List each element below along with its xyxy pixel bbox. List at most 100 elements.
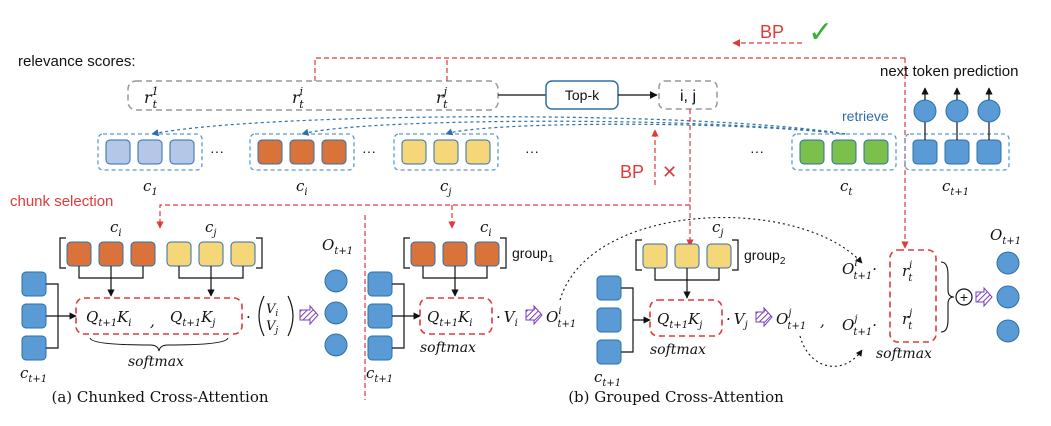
ellipsis: ···: [750, 143, 764, 159]
output-circle: [324, 301, 348, 325]
retrieve-arrow-cj: [445, 123, 846, 136]
group1-label: group1: [512, 245, 554, 265]
bracket-left: [59, 237, 66, 269]
query-token: [367, 303, 393, 329]
token-block: [166, 241, 192, 267]
token-block: [410, 241, 436, 267]
b-ci-label: ci: [480, 218, 492, 239]
a-output-label: Ot+1: [322, 236, 353, 257]
next-token-label: next token prediction: [880, 63, 1018, 80]
token-block: [130, 241, 156, 267]
bp-path-ri: [314, 57, 905, 81]
query-token: [367, 335, 393, 361]
a-input-label: ct+1: [20, 364, 47, 385]
group2-label: group2: [744, 247, 786, 267]
chunk-ct-label: ct: [840, 177, 853, 198]
query-token: [596, 275, 622, 301]
output-circle: [996, 251, 1020, 275]
retrieve-arrow-c1: [151, 116, 846, 137]
token-block: [944, 139, 970, 165]
query-token: [21, 303, 47, 329]
token-block: [433, 139, 459, 165]
a-vj: Vj: [266, 319, 278, 336]
token-block: [66, 241, 92, 267]
query-token: [367, 271, 393, 297]
chunk-cj-label: cj: [440, 177, 452, 198]
chunk-ct1: [904, 133, 1010, 171]
chunk-ct: [791, 133, 897, 171]
output-circle: [913, 99, 937, 123]
dotted-arrow-oj: [799, 335, 863, 367]
relevance-scores-label: relevance scores:: [18, 53, 136, 70]
a-softmax: softmax: [128, 354, 184, 370]
softmax-brace: [89, 337, 229, 352]
caption-a: (a) Chunked Cross-Attention: [51, 388, 268, 406]
query-token: [596, 339, 622, 365]
bracket-left: [635, 239, 642, 271]
indices-box: [658, 80, 718, 110]
token-block: [98, 241, 124, 267]
b-softmax-3: softmax: [876, 346, 932, 362]
dotted-arrow-oi: [559, 216, 863, 301]
b-output-label: Ot+1: [990, 226, 1021, 247]
token-block: [401, 139, 427, 165]
a-ci-label: ci: [110, 218, 122, 239]
b-comma: ,: [820, 312, 825, 330]
paren-left: [258, 295, 265, 337]
chunk-ci: [249, 133, 355, 171]
b-qkj: Qt+1Kj: [657, 310, 702, 331]
b-input-label-1: ct+1: [366, 364, 393, 385]
chunk-ci-label: ci: [296, 177, 308, 198]
token-block: [105, 139, 131, 165]
bp-blocked-label: BP: [620, 162, 644, 182]
token-block: [169, 139, 195, 165]
token-block: [912, 139, 938, 165]
token-block: [706, 243, 732, 269]
chunk-cj: [393, 133, 499, 171]
token-block: [474, 241, 500, 267]
chunk-c1-label: c1: [143, 177, 158, 198]
token-block: [230, 241, 256, 267]
merge-lines: [621, 287, 634, 353]
bracket-right: [732, 239, 739, 271]
token-block: [465, 139, 491, 165]
indices-label: i, j: [680, 88, 696, 105]
b-input-label-2: ct+1: [594, 368, 621, 389]
b-vj: ·Vj: [726, 310, 748, 331]
b-cj-label: cj: [712, 218, 724, 239]
output-arrow-icon: [975, 286, 993, 308]
bracket-left: [403, 237, 410, 269]
token-block: [137, 139, 163, 165]
output-arrow-icon: [299, 304, 319, 326]
chunk-selection-label: chunk selection: [10, 193, 113, 210]
check-icon: ✓: [808, 16, 833, 49]
cross-icon: ✕: [662, 162, 677, 182]
a-dot: ·: [246, 308, 251, 326]
token-block: [674, 243, 700, 269]
plus-sign: +: [960, 289, 968, 305]
output-circle: [996, 319, 1020, 343]
output-circle: [324, 269, 348, 293]
output-circle: [945, 99, 969, 123]
b-softmax-1: softmax: [420, 340, 476, 356]
retrieve-arrow-ci: [301, 120, 846, 136]
chunk-ct1-label: ct+1: [942, 177, 969, 198]
output-circle: [977, 99, 1001, 123]
query-token: [21, 271, 47, 297]
chunk-c1: [97, 133, 203, 171]
token-block: [198, 241, 224, 267]
bracket-right: [256, 237, 263, 269]
paren-right: [287, 295, 294, 337]
topk-label: Top-k: [565, 87, 600, 103]
token-block: [976, 139, 1002, 165]
token-block: [799, 139, 825, 165]
output-circle: [324, 333, 348, 357]
ellipsis: ···: [362, 143, 376, 159]
